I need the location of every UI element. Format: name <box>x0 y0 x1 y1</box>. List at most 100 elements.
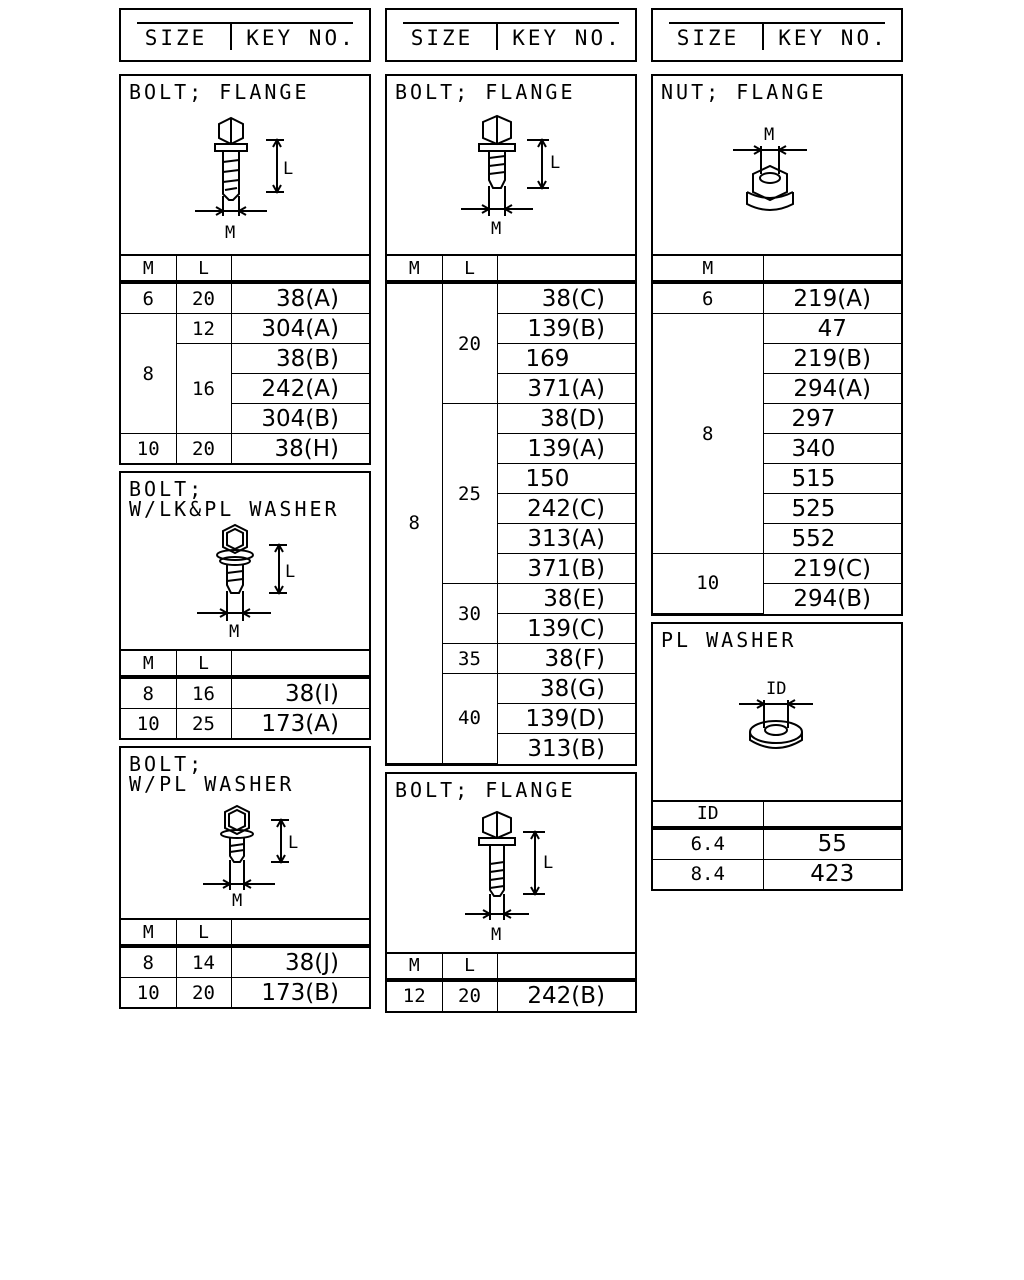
col-key-header <box>230 920 369 948</box>
panel-image: BOLT; W/LK&PL WASHER L M <box>121 473 369 651</box>
table-row: 242(C) <box>387 493 635 524</box>
panel-title: NUT; FLANGE <box>661 80 827 104</box>
panel-title: BOLT; W/LK&PL WASHER <box>129 477 340 521</box>
col-key-header <box>230 651 369 679</box>
washer-bolt-drawing: L M <box>203 804 298 911</box>
col-key-header <box>230 256 369 284</box>
table-row: 525 <box>653 493 901 524</box>
table-row: 294(A) <box>653 373 901 404</box>
table-row: 169 <box>387 343 635 374</box>
header-size-label: SIZE <box>410 26 474 50</box>
col-id-header: ID <box>653 801 764 830</box>
panel-title: BOLT; W/PL WASHER <box>129 752 295 796</box>
panel-bolt-flange-2: BOLT; FLANGE L M <box>385 74 637 766</box>
header-size-label: SIZE <box>144 26 208 50</box>
table-row: 552 <box>653 523 901 554</box>
col-l-header: L <box>175 920 232 948</box>
dim-m-label: M <box>225 223 235 243</box>
panel-bolt-lk-pl-washer: BOLT; W/LK&PL WASHER L M <box>119 471 371 740</box>
header-size-key: SIZE KEY NO. <box>651 8 903 62</box>
dim-l-label: L <box>283 159 293 179</box>
table-row: 304(B) <box>121 403 369 434</box>
flange-bolt-drawing: L M <box>195 116 293 243</box>
table-row: 8 20 38(C) <box>387 282 635 764</box>
header-key-label: KEY NO. <box>246 26 356 50</box>
table-row: 219(B) <box>653 343 901 374</box>
dim-l-label: L <box>550 153 560 173</box>
lock-washer-bolt-drawing: L M <box>197 523 295 642</box>
panel-image: NUT; FLANGE M <box>653 76 901 256</box>
panel-image: BOLT; W/PL WASHER L M <box>121 748 369 920</box>
panel-image: BOLT; FLANGE L M <box>387 774 635 954</box>
panel-image: BOLT; FLANGE L M <box>121 76 369 256</box>
col-key-header <box>496 256 635 284</box>
panel-image: BOLT; FLANGE L M <box>387 76 635 256</box>
col-key-header <box>762 801 901 830</box>
col-l-header: L <box>441 256 498 284</box>
column-3: SIZE KEY NO. NUT; FLANGE M M <box>651 8 903 897</box>
col-m-header: M <box>653 256 764 284</box>
col-m-header: M <box>387 256 443 284</box>
col-m-header: M <box>121 651 177 679</box>
panel-bolt-flange-1: BOLT; FLANGE L M <box>119 74 371 465</box>
table-row: 294(B) <box>653 583 901 613</box>
header-key-label: KEY NO. <box>778 26 888 50</box>
table-row: 139(B) <box>387 313 635 344</box>
panel-title: BOLT; FLANGE <box>129 80 310 104</box>
column-2: SIZE KEY NO. BOLT; FLANGE <box>385 8 637 1019</box>
flange-nut-drawing: M <box>733 125 807 211</box>
panel-bolt-pl-washer: BOLT; W/PL WASHER L M <box>119 746 371 1009</box>
col-key-header <box>762 256 901 284</box>
dim-l-label: L <box>288 833 298 853</box>
dim-id-label: ID <box>766 679 786 699</box>
panel-image: PL WASHER ID <box>653 624 901 802</box>
dim-m-label: M <box>232 891 242 911</box>
plain-washer-drawing: ID <box>739 679 813 749</box>
table-row: 297 <box>653 403 901 434</box>
table-row: 371(A) <box>387 373 635 404</box>
header-size-label: SIZE <box>676 26 740 50</box>
table-row: 371(B) <box>387 553 635 584</box>
header-size-key: SIZE KEY NO. <box>385 8 637 62</box>
header-size-key: SIZE KEY NO. <box>119 8 371 62</box>
dim-m-label: M <box>764 125 774 145</box>
dim-m-label: M <box>229 622 239 642</box>
panel-title: PL WASHER <box>661 627 797 652</box>
col-l-header: L <box>175 651 232 679</box>
panel-bolt-flange-3: BOLT; FLANGE L M <box>385 771 637 1013</box>
col-m-header: M <box>387 953 443 982</box>
col-key-header <box>496 953 635 982</box>
dim-l-label: L <box>285 562 295 582</box>
column-1: SIZE KEY NO. BOLT; FLANGE <box>119 8 371 1015</box>
panel-title: BOLT; FLANGE <box>395 80 576 104</box>
flange-bolt-drawing: L M <box>465 810 553 945</box>
col-l-header: L <box>441 953 498 982</box>
panel-title: BOLT; FLANGE <box>395 777 576 802</box>
